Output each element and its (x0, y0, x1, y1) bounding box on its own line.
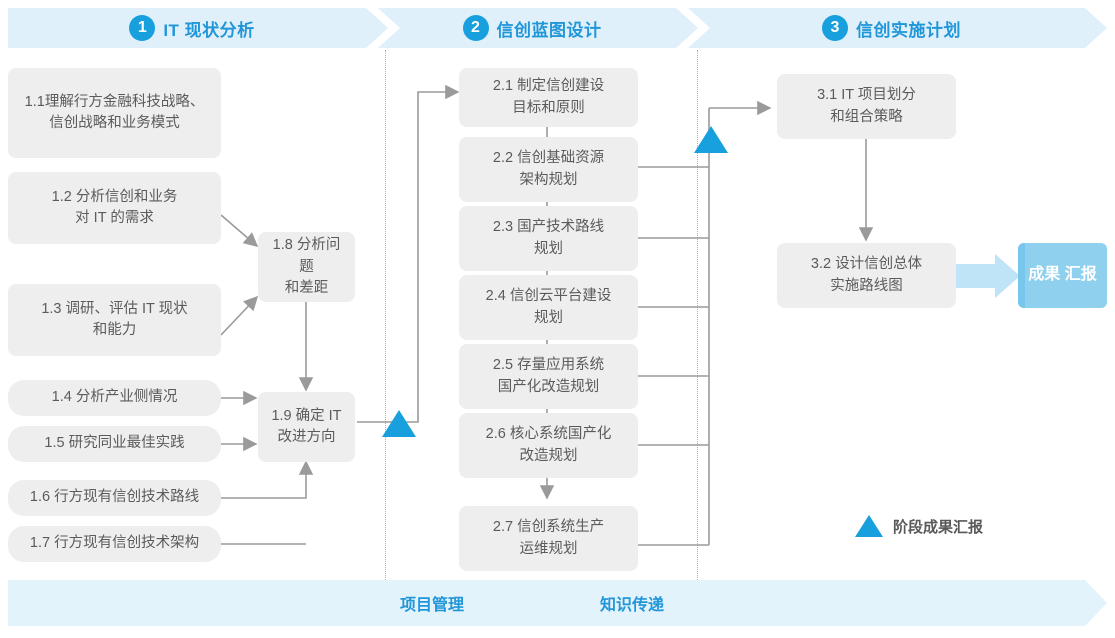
task-line: 1.4 分析产业侧情况 (51, 389, 178, 406)
task-box-1-1[interactable]: 1.1理解行方金融科技战略、 信创战略和业务模式 (8, 68, 221, 158)
legend: 阶段成果汇报 (855, 515, 983, 537)
task-line: 1.8 分析问题 (272, 237, 341, 275)
task-line: 2.2 信创基础资源 (492, 150, 605, 167)
task-line: 1.2 分析信创和业务 (51, 188, 178, 205)
task-box-1-9[interactable]: 1.9 确定 IT 改进方向 (258, 392, 355, 462)
task-line: 规划 (534, 309, 563, 326)
phase-title-1: IT 现状分析 (163, 20, 255, 40)
column-divider-left (385, 50, 386, 584)
task-box-3-2[interactable]: 3.2 设计信创总体 实施路线图 (777, 243, 956, 308)
task-box-1-3[interactable]: 1.3 调研、评估 IT 现状 和能力 (8, 284, 221, 356)
task-line: 国产化改造规划 (497, 378, 600, 395)
task-line: 实施路线图 (830, 277, 903, 294)
task-line: 信创战略和业务模式 (49, 115, 180, 131)
task-box-2-1[interactable]: 2.1 制定信创建设 目标和原则 (459, 68, 638, 127)
task-line: 3.2 设计信创总体 (810, 256, 923, 273)
phase-banner-1: 1 IT 现状分析 (8, 8, 388, 48)
result-box[interactable]: 成果 汇报 (1018, 243, 1107, 308)
task-box-2-6[interactable]: 2.6 核心系统国产化 改造规划 (459, 413, 638, 478)
phase-title-2: 信创蓝图设计 (496, 20, 602, 40)
task-line: 2.5 存量应用系统 (492, 357, 605, 374)
task-line: 运维规划 (519, 540, 578, 557)
task-line: 和能力 (92, 322, 137, 338)
task-box-1-6[interactable]: 1.6 行方现有信创技术路线 (8, 480, 221, 516)
task-line: 2.6 核心系统国产化 (485, 426, 612, 443)
task-line: 2.4 信创云平台建设 (485, 288, 612, 305)
task-box-2-2[interactable]: 2.2 信创基础资源 架构规划 (459, 137, 638, 202)
task-line: 规划 (534, 240, 563, 257)
task-box-3-1[interactable]: 3.1 IT 项目划分 和组合策略 (777, 74, 956, 139)
footer-banner: 项目管理 知识传递 (8, 580, 1107, 626)
task-line: 1.6 行方现有信创技术路线 (29, 489, 200, 506)
footer-item-knowledge-transfer: 知识传递 (600, 597, 665, 614)
task-line: 目标和原则 (512, 99, 585, 116)
task-box-1-7[interactable]: 1.7 行方现有信创技术架构 (8, 526, 221, 562)
phase-number-1: 1 (129, 15, 156, 41)
result-line: 汇报 (1064, 266, 1097, 284)
task-box-2-4[interactable]: 2.4 信创云平台建设 规划 (459, 275, 638, 340)
task-line: 1.9 确定 IT (271, 407, 342, 424)
task-line: 3.1 IT 项目划分 (817, 87, 916, 104)
task-line: 1.1理解行方金融科技战略、 (24, 93, 205, 110)
task-box-1-2[interactable]: 1.2 分析信创和业务 对 IT 的需求 (8, 172, 221, 244)
task-box-2-3[interactable]: 2.3 国产技术路线 规划 (459, 206, 638, 271)
column-divider-right (697, 50, 698, 584)
task-line: 对 IT 的需求 (75, 210, 154, 226)
triangle-up-icon (855, 515, 883, 537)
task-line: 1.7 行方现有信创技术架构 (29, 535, 200, 552)
legend-label: 阶段成果汇报 (893, 518, 984, 536)
milestone-triangle-phase1 (382, 410, 416, 437)
task-box-2-5[interactable]: 2.5 存量应用系统 国产化改造规划 (459, 344, 638, 409)
task-box-2-7[interactable]: 2.7 信创系统生产 运维规划 (459, 506, 638, 571)
task-box-1-5[interactable]: 1.5 研究同业最佳实践 (8, 426, 221, 462)
footer-item-project-management: 项目管理 (400, 597, 465, 614)
phase-title-3: 信创实施计划 (856, 20, 961, 40)
task-line: 架构规划 (519, 171, 578, 188)
phase-banner-3: 3 信创实施计划 (688, 8, 1107, 48)
phase-number-3: 3 (822, 15, 848, 41)
result-line: 成果 (1028, 266, 1061, 284)
task-line: 1.3 调研、评估 IT 现状 (41, 300, 188, 317)
phase-number-2: 2 (462, 15, 489, 41)
task-line: 1.5 研究同业最佳实践 (44, 435, 185, 452)
task-line: 2.3 国产技术路线 (492, 219, 605, 236)
task-line: 和组合策略 (830, 108, 903, 125)
task-line: 改造规划 (519, 447, 578, 464)
task-box-1-8[interactable]: 1.8 分析问题 和差距 (258, 232, 355, 302)
result-arrow-icon (955, 254, 1020, 298)
task-box-1-4[interactable]: 1.4 分析产业侧情况 (8, 380, 221, 416)
task-line: 和差距 (284, 279, 329, 296)
task-line: 2.7 信创系统生产 (492, 519, 605, 536)
task-line: 改进方向 (277, 429, 336, 445)
task-line: 2.1 制定信创建设 (492, 78, 605, 95)
phase-banner-2: 2 信创蓝图设计 (378, 8, 698, 48)
milestone-triangle-phase2 (694, 126, 728, 153)
